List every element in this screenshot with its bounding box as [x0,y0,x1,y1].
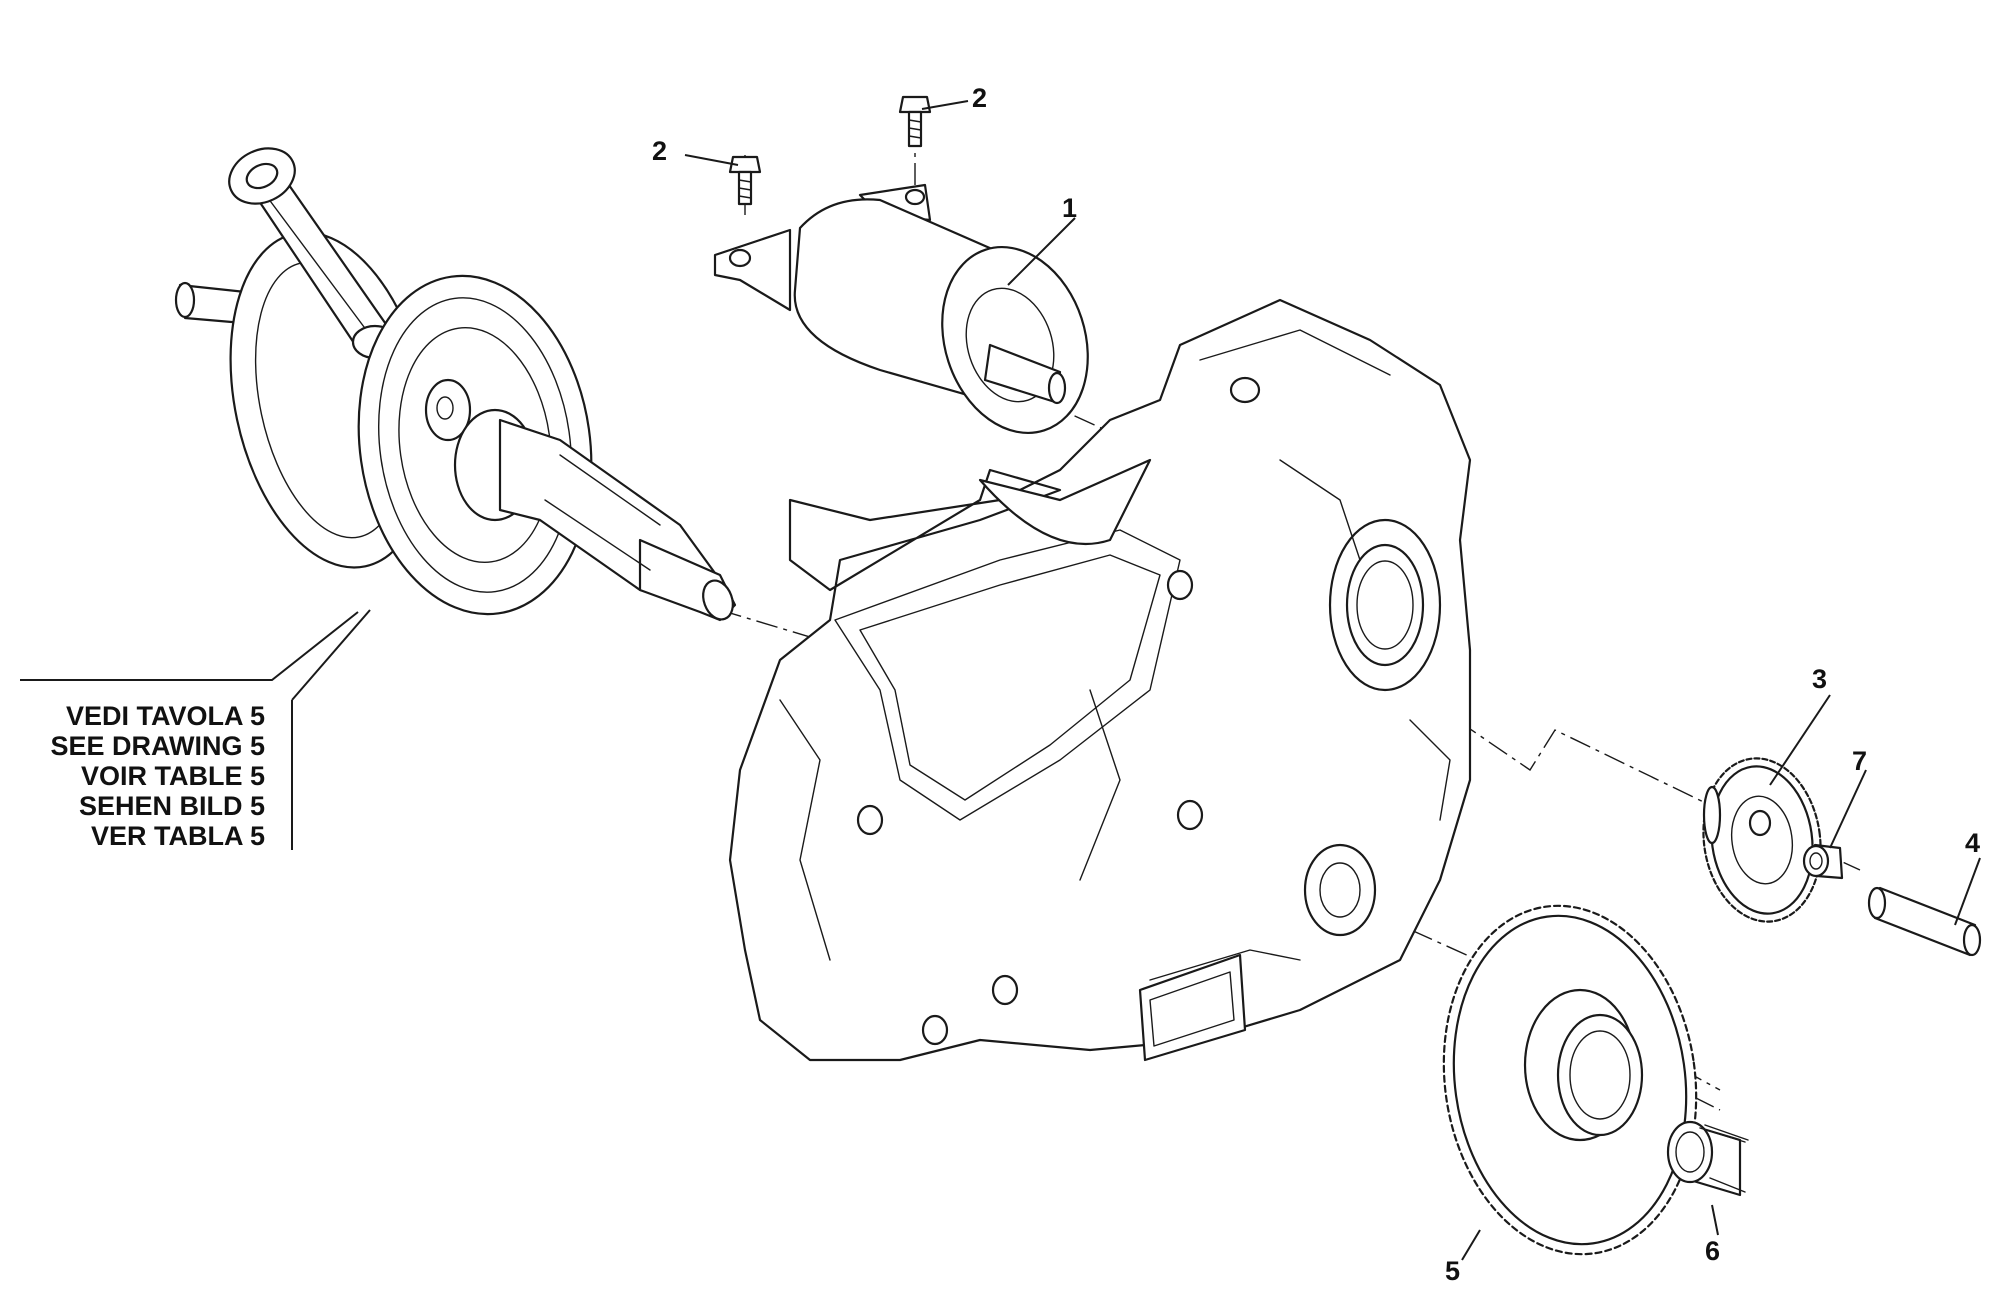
crankcase-half [728,298,1472,1062]
reference-note-line-it: VEDI TAVOLA 5 [66,701,265,731]
callout-2-right: 2 [972,83,987,113]
starter-motor [713,183,1089,435]
crankshaft-assembly [174,147,737,622]
callout-5: 5 [1445,1256,1460,1286]
reference-note-line-es: VER TABLA 5 [91,821,265,851]
callout-2-left: 2 [652,136,667,166]
spacer-bushing [1802,843,1844,880]
callout-labels: 1 2 2 3 4 5 6 7 [652,83,1980,1286]
reference-note-line-en: SEE DRAWING 5 [50,731,265,761]
starter-driven-gear [1442,904,1698,1256]
callout-7: 7 [1852,746,1867,776]
flange-bolts [728,95,932,206]
needle-roller-bearing [1666,1120,1749,1197]
callout-3: 3 [1812,664,1827,694]
callout-1: 1 [1062,193,1077,223]
reference-note-line-de: SEHEN BILD 5 [79,791,265,821]
callout-4: 4 [1965,828,1980,858]
intermediate-gear [1702,757,1822,923]
reference-note: VEDI TAVOLA 5 SEE DRAWING 5 VOIR TABLE 5… [50,701,265,851]
callout-6: 6 [1705,1236,1720,1266]
callout-leader-lines [20,100,1981,1261]
gear-shaft-pin [1867,886,1982,957]
reference-note-line-fr: VOIR TABLE 5 [81,761,265,791]
